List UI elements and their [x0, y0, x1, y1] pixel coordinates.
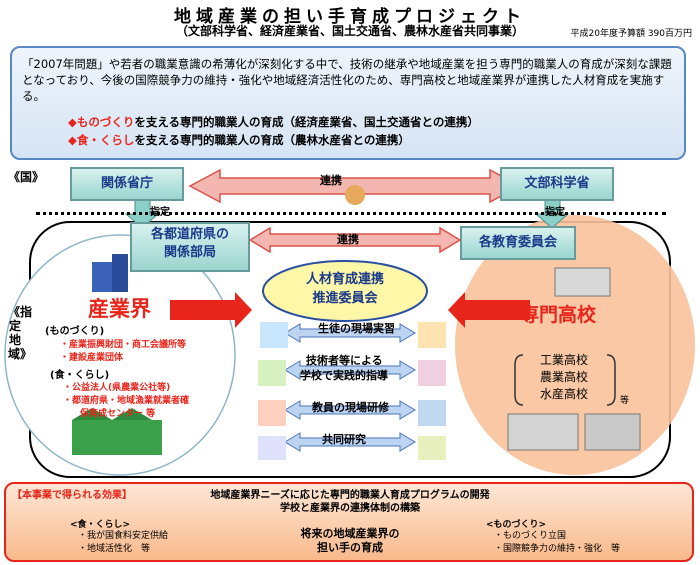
- activity-3: 教員の現場研修: [312, 401, 389, 414]
- handshake-icon: [345, 185, 365, 205]
- school-type-2: 農業高校: [540, 370, 589, 384]
- industry-join-label: 参加: [175, 306, 197, 319]
- effects-line-2: 学校と産業界の連携体制の構築: [280, 503, 420, 514]
- industry-mono-item-2: ・建設産業団体: [60, 353, 124, 363]
- activity-arrow-3: [284, 400, 416, 420]
- ministries-box: 関係省庁: [70, 167, 184, 201]
- national-link-label: 連携: [320, 174, 342, 187]
- school-type-1: 工業高校: [540, 353, 589, 367]
- effects-food-title: <食・くらし>: [70, 520, 131, 530]
- school-building-icon: [554, 267, 611, 297]
- budget-label: 平成20年度予算額 390百万円: [570, 29, 693, 39]
- activity-arrow-2: [284, 360, 416, 380]
- student-icon: [260, 322, 288, 348]
- designate-right-label: 指定: [545, 207, 565, 218]
- committee-label: 人材育成連携推進委員会: [305, 272, 384, 306]
- effects-label: 【本事業で得られる効果】: [12, 490, 132, 501]
- designate-left-label: 指定: [150, 207, 170, 218]
- activity-arrow-4: [284, 432, 416, 452]
- page-title: 地域産業の担い手育成プロジェクト: [174, 7, 526, 27]
- industry-mono-item-1: ・産業振興財団・商工会議所等: [60, 340, 187, 350]
- regional-link-label: 連携: [337, 233, 359, 246]
- teacher-icon: [418, 360, 446, 386]
- training-icon: [258, 400, 286, 426]
- industry-food-item-3: 保育成センター 等: [80, 409, 156, 419]
- effects-mono-title: <ものづくり>: [486, 520, 547, 530]
- school-etc: 等: [620, 396, 630, 406]
- activity-2b: 学校で実践的指導: [300, 369, 388, 382]
- industry-food: (食・くらし): [50, 370, 110, 381]
- activity-1: 生徒の現場実習: [318, 322, 395, 335]
- level-divider: [36, 212, 666, 215]
- school-type-list: 工業高校 農業高校 水産高校: [540, 352, 588, 403]
- effects-box: [4, 482, 694, 562]
- effects-food-list: ・我が国食料安定供給・地域活性化 等: [78, 531, 169, 554]
- effects-mono-list: ・ものづくり立国・国際競争力の維持・強化 等: [494, 531, 621, 554]
- school-join-arrow: [448, 292, 530, 328]
- level-region: 《指定地域》: [8, 305, 33, 361]
- page-subtitle: （文部科学省、経済産業省、国土交通省、農林水産省共同事業）: [175, 24, 524, 38]
- industry-food-item-2: ・都道府県・地域漁業就業者確: [63, 396, 190, 406]
- mext-box: 文部科学省: [500, 167, 614, 201]
- activity-4: 共同研究: [322, 433, 366, 446]
- school-blob: [455, 215, 695, 475]
- effects-center: 将来の地域産業界の担い手の育成: [300, 527, 400, 554]
- building-icon: [92, 262, 112, 292]
- activity-arrow-1: [284, 323, 416, 343]
- lab-icon: [418, 436, 446, 460]
- factory-icon: [72, 420, 162, 455]
- industry-monozukuri: (ものづくり): [45, 326, 105, 337]
- bullet-monozukuri: ◆ものづくりを支える専門的職業人の育成（経済産業省、国土交通省との連携）: [68, 115, 479, 129]
- prefecture-box: 各都道府県の関係部局: [130, 222, 250, 272]
- classroom-icon: [418, 400, 446, 426]
- effects-line-1: 地域産業界ニーズに応じた専門的職業人育成プログラムの開発: [210, 490, 490, 501]
- schools-title: 専門高校: [520, 304, 597, 326]
- level-national: 《国》: [8, 170, 45, 184]
- bullet-food: ◆食・くらしを支える専門的職業人の育成（農林水産省との連携）: [68, 133, 410, 147]
- schools-join-label: 参加: [488, 306, 510, 319]
- intro-text: 「2007年問題」や若者の職業意識の希薄化が深刻化する中で、技術の継承や地域産業…: [22, 57, 672, 103]
- activity-2a: 技術者等による: [306, 354, 383, 367]
- research-icon: [258, 436, 286, 460]
- school-type-3: 水産高校: [540, 387, 589, 401]
- industry-title: 産業界: [88, 297, 151, 321]
- industry-food-item-1: ・公益法人(県農業公社等): [63, 383, 171, 393]
- engineer-icon: [258, 360, 286, 386]
- boards-box: 各教育委員会: [460, 226, 576, 260]
- industry-blob: [4, 234, 236, 476]
- intro-box: [10, 46, 686, 160]
- industry-join-arrow: [170, 292, 252, 328]
- worker-icon: [418, 322, 446, 348]
- committee-ellipse: [262, 260, 428, 322]
